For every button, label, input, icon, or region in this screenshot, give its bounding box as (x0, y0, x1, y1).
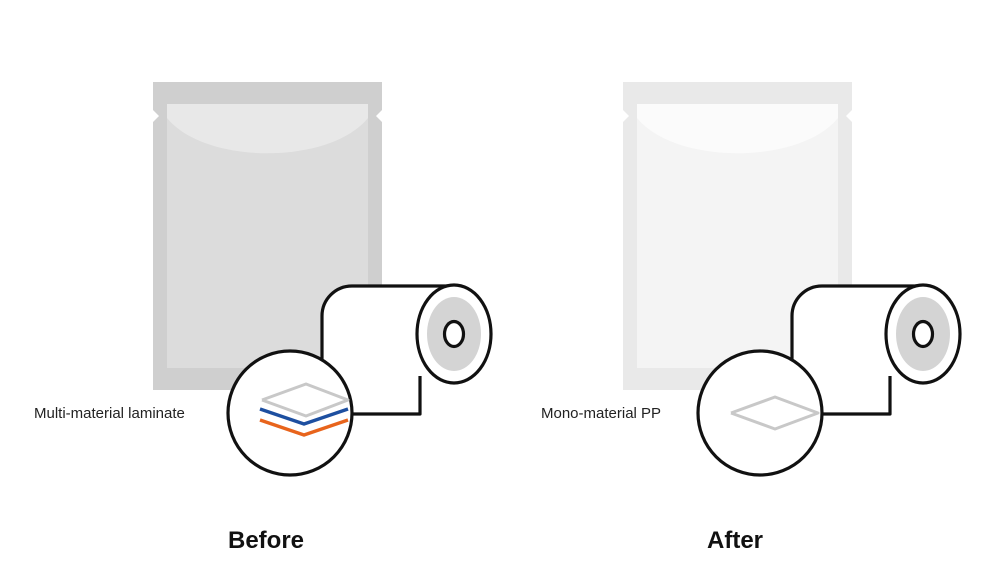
after-callout-label: Mono-material PP (541, 405, 662, 422)
before-layer-blue (259, 407, 349, 426)
before-callout-label: Multi-material laminate (34, 405, 185, 422)
before-roll-core (442, 319, 466, 349)
after-magnifier-lens (696, 349, 824, 477)
after-magnifier (696, 349, 824, 477)
before-layer-grey (261, 382, 350, 418)
after-layer-pp (730, 395, 820, 431)
before-pouch-highlight (167, 104, 368, 154)
before-caption: Before (228, 527, 305, 554)
before-roll (320, 283, 493, 416)
before-magnifier (226, 349, 354, 477)
before-magnifier-lens (226, 349, 354, 477)
after-panel (623, 82, 962, 477)
after-pouch-highlight (637, 104, 838, 154)
before-panel (153, 82, 493, 477)
before-layer-orange (259, 418, 349, 437)
after-caption: After (707, 527, 764, 554)
after-roll-core (911, 319, 935, 349)
